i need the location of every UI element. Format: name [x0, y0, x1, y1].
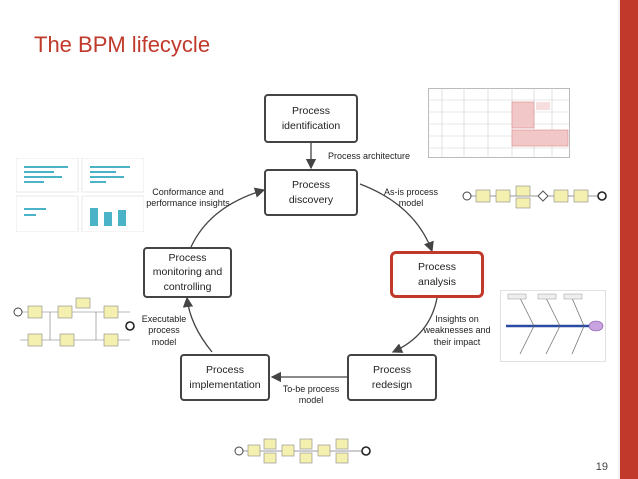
- cause-effect-thumbnail: [500, 290, 606, 362]
- process-architecture-thumbnail: [428, 88, 570, 158]
- node-process-discovery: Process discovery: [264, 169, 358, 216]
- edge-label-as-is-model: As-is process model: [383, 187, 438, 209]
- monitoring-dashboard-thumbnail: [16, 158, 144, 232]
- edge-label-conformance-insights: Conformance and performance insights: [146, 187, 230, 209]
- slide-sidebar-accent: [618, 0, 638, 479]
- as-is-model-thumbnail: [462, 185, 607, 209]
- to-be-model-thumbnail: [234, 438, 371, 464]
- node-process-analysis: Process analysis: [390, 251, 484, 298]
- arrow-monitoring-to-discovery: [190, 187, 266, 248]
- arrow-discovery-to-analysis: [359, 183, 434, 253]
- arrow-implementation-to-monitoring: [182, 296, 213, 353]
- executable-model-thumbnail: [13, 297, 135, 347]
- edge-label-insights: Insights on weaknesses and their impact: [423, 314, 491, 347]
- slide-title: The BPM lifecycle: [34, 32, 211, 57]
- edge-label-to-be-model: To-be process model: [282, 384, 340, 406]
- edge-label-executable-model: Executable process model: [141, 314, 187, 347]
- node-process-implementation: Process implementation: [180, 354, 270, 401]
- node-process-identification: Process identification: [264, 94, 358, 143]
- node-process-monitoring: Process monitoring and controlling: [143, 247, 232, 298]
- page-number: 19: [595, 461, 608, 473]
- node-process-redesign: Process redesign: [347, 354, 437, 401]
- arrow-analysis-to-redesign: [391, 297, 438, 353]
- edge-label-process-architecture: Process architecture: [328, 151, 411, 161]
